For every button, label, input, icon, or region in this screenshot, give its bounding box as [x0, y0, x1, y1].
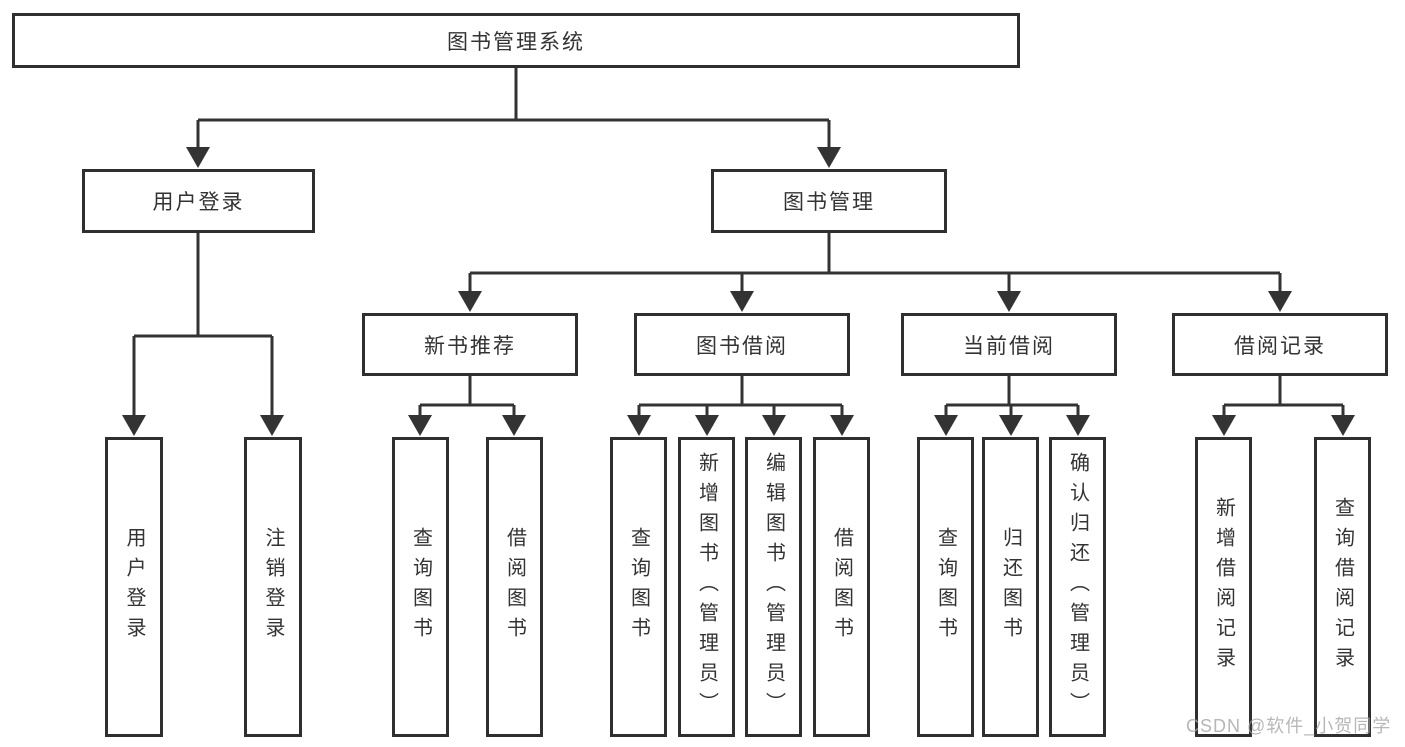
node-book-borrowing: 图书借阅 [634, 313, 850, 376]
connector-arrows [122, 120, 1355, 436]
node-book-management: 图书管理 [711, 169, 947, 233]
node-label: 查询图书 [409, 527, 432, 647]
leaf-return-book: 归还图书 [982, 437, 1039, 737]
node-label: 新增借阅记录 [1212, 497, 1235, 677]
node-library-management-system: 图书管理系统 [12, 13, 1020, 68]
node-label: 图书借阅 [696, 334, 788, 358]
node-label: 借阅记录 [1234, 334, 1326, 358]
node-label: 确认归还（管理员） [1066, 452, 1089, 722]
node-label: 用户登录 [123, 527, 145, 647]
leaf-logout: 注销登录 [244, 437, 302, 737]
leaf-query-books-recommend: 查询图书 [392, 437, 449, 737]
leaf-confirm-return-admin: 确认归还（管理员） [1049, 437, 1106, 737]
node-user-login: 用户登录 [82, 169, 315, 233]
node-label: 查询借阅记录 [1331, 497, 1354, 677]
leaf-edit-book-admin: 编辑图书（管理员） [745, 437, 802, 737]
node-label: 注销登录 [262, 527, 284, 647]
node-label: 借阅图书 [503, 527, 526, 647]
leaf-add-book-admin: 新增图书（管理员） [678, 437, 735, 737]
leaf-borrow-books-recommend: 借阅图书 [486, 437, 543, 737]
node-label: 用户登录 [152, 191, 245, 214]
leaf-add-borrow-record: 新增借阅记录 [1195, 437, 1252, 737]
node-label: 查询图书 [934, 527, 957, 647]
leaf-query-books-current: 查询图书 [917, 437, 974, 737]
node-label: 当前借阅 [963, 334, 1055, 358]
leaf-borrow-books-borrow: 借阅图书 [813, 437, 870, 737]
node-label: 新书推荐 [424, 334, 516, 358]
node-label: 图书管理系统 [447, 30, 585, 54]
node-label: 编辑图书（管理员） [762, 452, 785, 722]
node-new-book-recommendation: 新书推荐 [362, 313, 578, 376]
node-label: 借阅图书 [830, 527, 853, 647]
leaf-query-borrow-record: 查询借阅记录 [1314, 437, 1371, 737]
node-label: 查询图书 [627, 527, 650, 647]
node-borrowing-records: 借阅记录 [1172, 313, 1388, 376]
node-label: 新增图书（管理员） [695, 452, 718, 722]
node-label: 归还图书 [999, 527, 1022, 647]
node-current-borrowing: 当前借阅 [901, 313, 1117, 376]
leaf-user-login: 用户登录 [105, 437, 163, 737]
node-label: 图书管理 [783, 191, 875, 214]
leaf-query-books-borrow: 查询图书 [610, 437, 667, 737]
